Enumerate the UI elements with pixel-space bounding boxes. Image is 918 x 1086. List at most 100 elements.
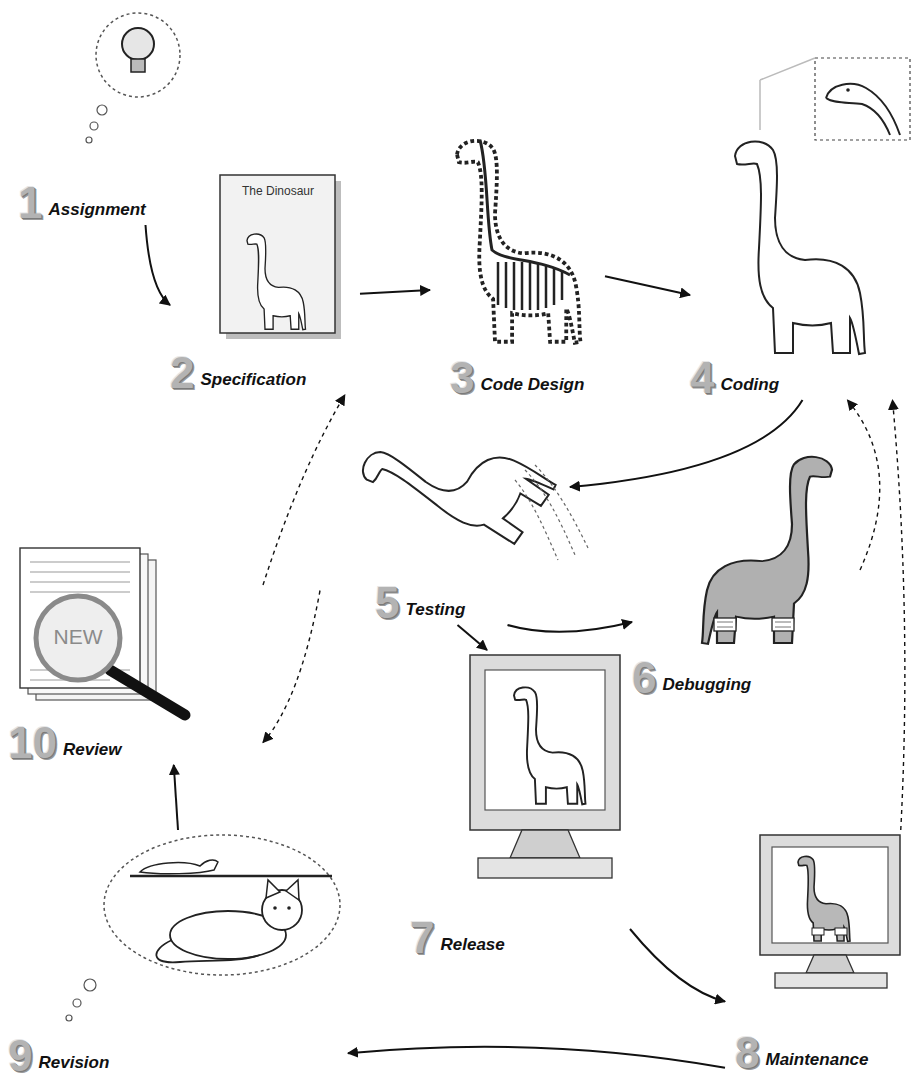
stage-node: 6Debugging [632, 440, 860, 700]
stage-label: 10 Review [8, 721, 122, 765]
step-name: Revision [38, 1053, 109, 1073]
zoom-inset [815, 58, 910, 140]
bulb-glass [122, 28, 154, 60]
stage-node: 4 Coding [690, 50, 915, 400]
cat-on-shelf [140, 860, 218, 874]
thought-dot [84, 979, 96, 991]
step-number: 10 [8, 721, 57, 765]
revision-thought [66, 835, 340, 1021]
maintenance-computer [760, 835, 900, 988]
feedback-arrow [893, 400, 905, 830]
stage-label: 6Debugging [632, 656, 751, 700]
dinosaur-drawing [247, 234, 306, 330]
bandage [714, 618, 736, 631]
flow-arrow [570, 400, 803, 487]
feedback-arrow [263, 395, 345, 585]
bandage [835, 928, 847, 935]
dinosaur-outline [357, 388, 556, 571]
ribs [498, 262, 562, 310]
book-cover [220, 175, 335, 333]
feedback-arrow [263, 591, 320, 743]
zoom-lines [760, 58, 815, 130]
flow-arrow [508, 622, 633, 632]
stage-node: 1Assignment [18, 10, 188, 225]
cat-eye [287, 906, 291, 910]
dinosaur-outline [798, 856, 850, 941]
monitor [760, 835, 900, 955]
dinosaur-head [826, 84, 900, 135]
feedback-arrow [848, 400, 880, 570]
stage-label: 4 Coding [690, 356, 779, 400]
stage-node: 2 Specification [170, 170, 360, 395]
keyboard [478, 858, 612, 878]
cat-tail [156, 940, 260, 962]
cat-eye [273, 906, 277, 910]
dinosaur-skeleton [457, 140, 581, 343]
paper [20, 548, 140, 688]
leaping-dinosaur [357, 388, 588, 571]
stage-label: 7Release [410, 916, 505, 960]
flow-arrow [348, 1047, 725, 1068]
stage-label: 8 Maintenance [735, 1031, 868, 1075]
step-number: 8 [735, 1031, 759, 1075]
spine [480, 140, 570, 275]
thought-dot [90, 122, 98, 130]
stage-node: 9 Revision [8, 830, 348, 1078]
monitor [470, 655, 620, 830]
screen [772, 847, 888, 943]
step-name: Release [440, 935, 504, 955]
step-number: 3 [450, 356, 474, 400]
step-number: 4 [690, 356, 714, 400]
step-number: 9 [8, 1034, 32, 1078]
step-name: Review [63, 740, 122, 760]
step-name: Code Design [480, 375, 584, 395]
keyboard [775, 973, 887, 988]
cat-ear [286, 880, 299, 900]
step-name: Debugging [662, 675, 751, 695]
release-computer [470, 655, 620, 878]
monitor-stand [510, 830, 580, 858]
screen [485, 670, 605, 810]
text-lines [30, 562, 130, 680]
motion-lines [515, 465, 588, 560]
skeleton-outline [457, 141, 581, 343]
stage-label: 2 Specification [170, 351, 306, 395]
thought-bubble [96, 13, 180, 97]
dinosaur-outline [514, 687, 586, 804]
dinosaur-outline [735, 141, 865, 354]
magnifier-handle [110, 670, 185, 715]
step-name: Testing [405, 600, 465, 620]
step-number: 5 [375, 581, 399, 625]
idea-bulb [86, 13, 180, 143]
book-title: The Dinosaur [230, 184, 326, 200]
step-name: Coding [720, 375, 779, 395]
stage-node: 7Release [410, 650, 630, 960]
monitor-stand [806, 955, 854, 973]
bulb-base [131, 59, 145, 72]
stage-label: 3 Code Design [450, 356, 584, 400]
thought-dot [66, 1015, 72, 1021]
step-name: Maintenance [765, 1050, 868, 1070]
shelf [130, 875, 332, 878]
dinosaur-eye [846, 88, 850, 92]
thought-dot [86, 137, 92, 143]
thought-dot [73, 999, 81, 1007]
bandage [772, 618, 794, 631]
stage-node: 5 Testing [320, 395, 570, 625]
flow-arrow [630, 929, 725, 1002]
stage-node: 8 Maintenance [725, 830, 910, 1075]
thought-bubble [104, 835, 340, 975]
flow-arrow [360, 290, 430, 294]
flow-arrow [458, 625, 488, 650]
magnifier-lens [36, 596, 120, 680]
bandaged-dinosaur [702, 457, 832, 644]
step-name: Specification [200, 370, 306, 390]
step-number: 2 [170, 351, 194, 395]
dinosaur-outline [702, 457, 832, 644]
cat-ear [266, 880, 280, 898]
stage-label: 5 Testing [375, 581, 465, 625]
flow-arrow [174, 765, 178, 830]
stage-node: 3 Code Design [430, 125, 605, 400]
coded-dinosaur [735, 58, 910, 354]
